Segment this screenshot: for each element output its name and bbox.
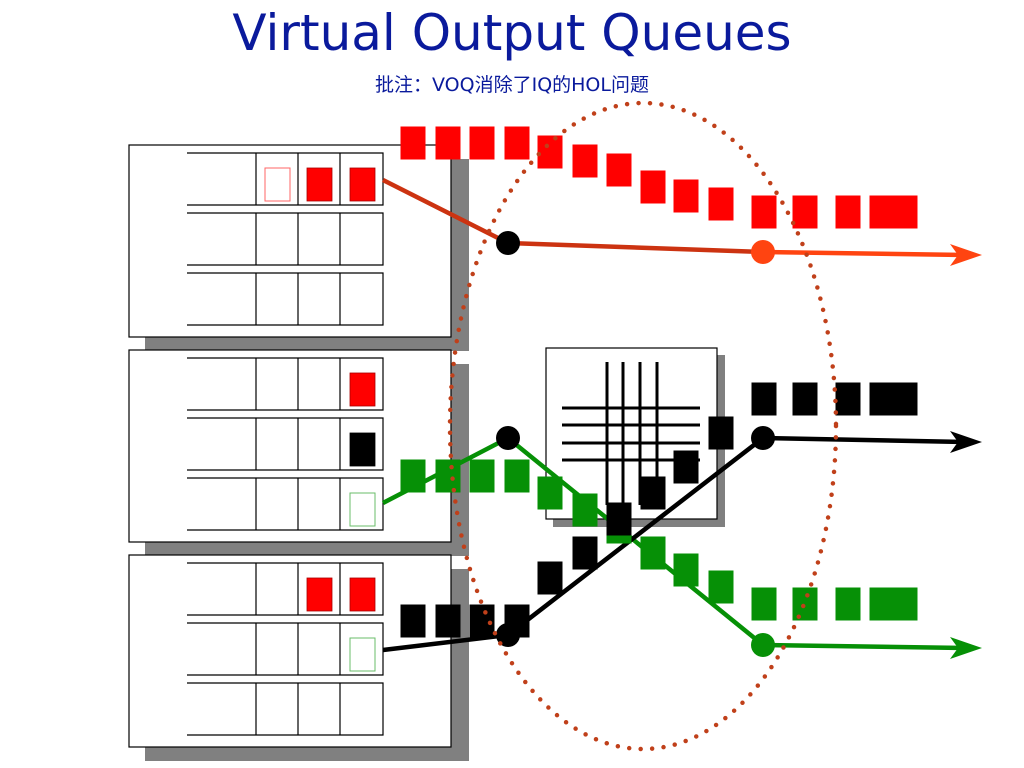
black-cell — [572, 536, 598, 570]
voq-outline — [187, 477, 384, 531]
voq-cell — [349, 432, 376, 467]
voq-cell — [349, 577, 376, 612]
voq-outline — [187, 562, 384, 616]
green-cell — [469, 459, 495, 493]
red-cell — [469, 126, 495, 160]
voq-cell-empty — [349, 492, 376, 527]
input-port-2 — [128, 349, 469, 556]
red-cell — [892, 195, 918, 229]
voq-queue — [187, 477, 384, 531]
voq-cell-empty — [264, 167, 291, 202]
red-cell — [869, 195, 895, 229]
black-cell — [606, 502, 632, 536]
junction-dot — [751, 426, 775, 450]
green-cell — [892, 587, 918, 621]
junction-dot — [496, 231, 520, 255]
red-output-line — [762, 249, 966, 258]
input-port-3 — [128, 554, 469, 761]
voq-queue — [187, 212, 384, 266]
voq-queue — [187, 152, 384, 206]
voq-outline — [187, 417, 384, 471]
green-cell — [504, 459, 530, 493]
voq-queue — [187, 562, 384, 616]
crossbar-switch-icon — [545, 347, 725, 527]
input-box — [128, 349, 452, 543]
voq-queue — [187, 417, 384, 471]
red-cell — [572, 144, 598, 178]
voq-queue — [187, 272, 384, 326]
input-box — [128, 554, 452, 748]
green-arrow-head — [950, 637, 982, 659]
red-cell — [504, 126, 530, 160]
voq-outline — [187, 272, 384, 326]
voq-outline — [187, 682, 384, 736]
green-cell — [537, 476, 563, 510]
black-cell — [673, 450, 699, 484]
green-cell — [572, 493, 598, 527]
red-cell — [606, 153, 632, 187]
voq-cell — [349, 372, 376, 407]
red-cell — [537, 135, 563, 169]
black-cell — [792, 382, 818, 416]
green-cell — [792, 587, 818, 621]
red-cell — [640, 170, 666, 204]
voq-cell — [306, 577, 333, 612]
red-cell — [708, 187, 734, 221]
slide-subtitle: 批注：VOQ消除了IQ的HOL问题 — [375, 74, 649, 96]
black-cell — [751, 382, 777, 416]
green-cell — [751, 587, 777, 621]
green-output-line — [762, 642, 966, 651]
red-cell — [400, 126, 426, 160]
input-ports — [128, 144, 469, 761]
voq-queue — [187, 357, 384, 411]
black-cell — [435, 604, 461, 638]
voq-outline — [187, 357, 384, 411]
dotted-ellipse — [447, 100, 839, 752]
input-port-1 — [128, 144, 469, 351]
packet-cells — [400, 126, 918, 638]
red-cell — [435, 126, 461, 160]
green-cell — [640, 536, 666, 570]
red-cell — [751, 195, 777, 229]
voq-outline — [187, 212, 384, 266]
black-output-line — [762, 435, 966, 445]
voq-cell — [306, 167, 333, 202]
junction-dot — [751, 240, 775, 264]
junction-dot — [751, 633, 775, 657]
black-cell — [835, 382, 861, 416]
black-cell — [400, 604, 426, 638]
black-cell — [640, 476, 666, 510]
red-arrow-head — [950, 244, 982, 266]
selector-ellipse — [447, 100, 839, 752]
black-cell — [708, 416, 734, 450]
voq-outline — [187, 152, 384, 206]
black-cell — [869, 382, 895, 416]
junction-dot — [496, 426, 520, 450]
green-cell — [400, 459, 426, 493]
green-cell — [708, 570, 734, 604]
black-arrow-head — [950, 431, 982, 453]
red-cell — [835, 195, 861, 229]
voq-cell — [349, 167, 376, 202]
black-cell — [504, 604, 530, 638]
green-cell — [673, 553, 699, 587]
black-cell — [892, 382, 918, 416]
red-cell — [673, 179, 699, 213]
green-cell — [869, 587, 895, 621]
voq-cell-empty — [349, 637, 376, 672]
red-cell — [792, 195, 818, 229]
slide-title: Virtual Output Queues — [232, 4, 792, 62]
black-cell — [537, 561, 563, 595]
voq-queue — [187, 682, 384, 736]
green-cell — [435, 459, 461, 493]
green-cell — [835, 587, 861, 621]
